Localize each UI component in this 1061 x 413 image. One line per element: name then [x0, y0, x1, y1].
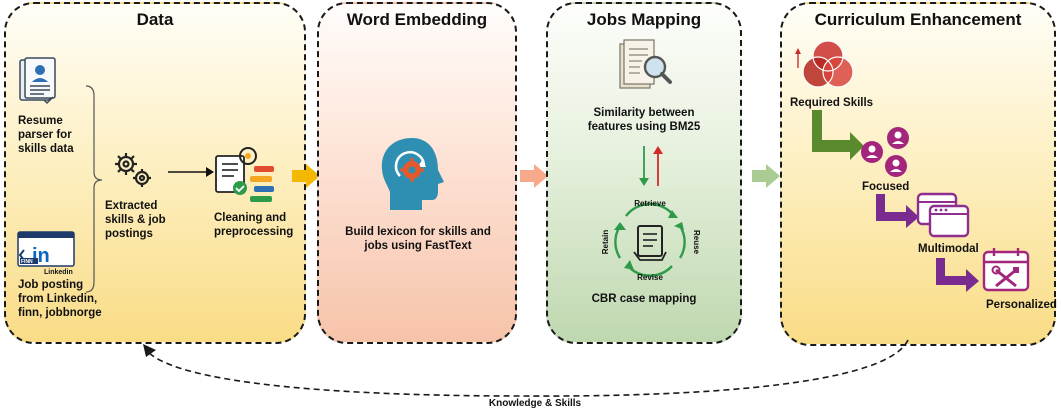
- focused-people-icon: [861, 127, 909, 177]
- step-personalized: Personalized: [986, 299, 1057, 311]
- data-panel-title: Data: [136, 10, 174, 29]
- lexicon-label: Build lexicon for skills and jobs using …: [345, 226, 491, 252]
- retrieval-arrows-icon: [639, 146, 663, 186]
- similarity-label: Similarity between features using BM25: [587, 107, 701, 133]
- job-posting-icon: in FINN Linkedin: [17, 231, 75, 276]
- gears-icon: [115, 153, 151, 187]
- revise-label: Revise: [637, 273, 663, 282]
- personalized-icon: [982, 248, 1030, 292]
- required-skills-icon: [795, 40, 854, 88]
- document-search-icon: [619, 39, 672, 89]
- extracted-label: Extracted skills & job postings: [105, 200, 166, 240]
- head-brain-icon: [381, 138, 444, 210]
- feedback-label: Knowledge & Skills: [488, 398, 582, 409]
- cleaning-label: Cleaning and preprocessing: [214, 212, 294, 238]
- cbr-cycle-icon: Retrieve Revise Retain Reuse: [601, 199, 701, 282]
- sources-bracket: [85, 85, 103, 293]
- retrieve-label: Retrieve: [634, 199, 666, 208]
- step-required-skills: Required Skills: [790, 97, 874, 109]
- flow-arrow-embedding-icon: [520, 164, 548, 188]
- resume-label: Resume parser for skills data: [18, 115, 74, 155]
- linkedin-caption: Linkedin: [44, 269, 73, 276]
- job-posting-label: Job posting from Linkedin, finn, jobbnor…: [18, 279, 102, 319]
- step-focused: Focused: [862, 181, 910, 193]
- step-arrow-green-icon: [812, 110, 864, 160]
- step-arrow-purple-1-icon: [876, 194, 919, 228]
- reuse-label: Reuse: [692, 230, 701, 255]
- multimodal-icon: [916, 192, 970, 238]
- arrow-icon: [168, 167, 214, 177]
- jobs-mapping-title: Jobs Mapping: [586, 10, 702, 29]
- curriculum-title: Curriculum Enhancement: [814, 10, 1022, 29]
- cleaning-icon: [215, 147, 274, 202]
- cbr-label: CBR case mapping: [591, 293, 697, 305]
- step-arrow-purple-2-icon: [936, 258, 979, 292]
- flow-arrow-jobs-icon: [752, 164, 780, 188]
- flow-arrow-data-icon: [292, 164, 320, 188]
- step-multimodal: Multimodal: [918, 243, 979, 255]
- retain-label: Retain: [601, 230, 610, 255]
- linkedin-badge: FINN: [21, 259, 33, 265]
- resume-icon: [19, 57, 56, 105]
- word-embedding-title: Word Embedding: [346, 10, 488, 29]
